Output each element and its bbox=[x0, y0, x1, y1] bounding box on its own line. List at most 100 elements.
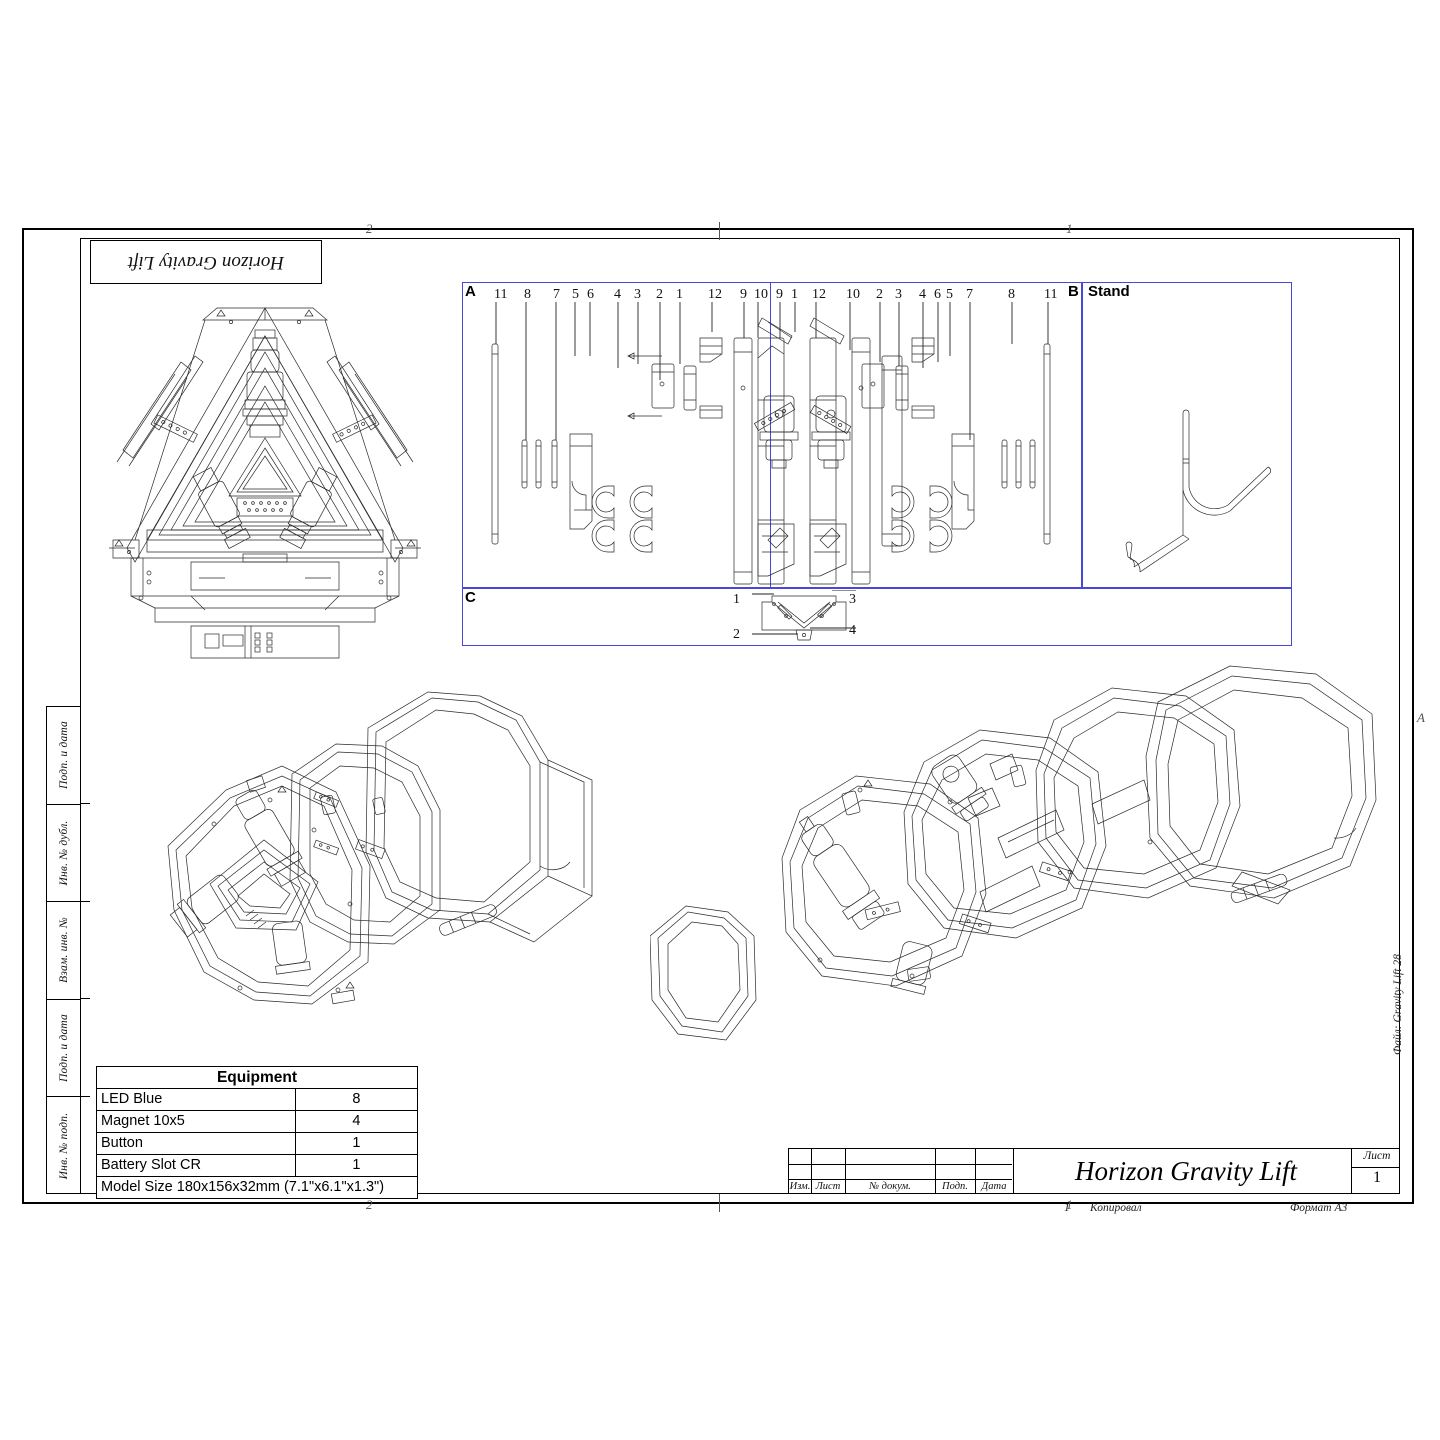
tb-divider bbox=[935, 1149, 936, 1193]
assembly-front-isometric-view bbox=[109, 307, 421, 659]
balloon-number: 5 bbox=[946, 287, 953, 302]
tb-divider bbox=[975, 1149, 976, 1193]
tb-divider bbox=[845, 1149, 846, 1193]
balloon-number: 7 bbox=[966, 287, 973, 302]
panel-c-letter: C bbox=[465, 589, 476, 606]
balloon-number: 2 bbox=[876, 287, 883, 302]
tb-column-label: Изм. bbox=[789, 1181, 811, 1192]
side-strip-tick bbox=[80, 998, 90, 999]
marker-top-right: 1 bbox=[1066, 221, 1073, 236]
copy-number: 1 bbox=[1064, 1202, 1070, 1214]
balloon-number: 6 bbox=[934, 287, 941, 302]
tb-divider bbox=[1351, 1149, 1352, 1193]
stand-wire-drawing bbox=[1125, 409, 1271, 573]
equipment-item-qty: 8 bbox=[294, 1088, 417, 1111]
side-strip-cell: Инв. № подп. bbox=[47, 1097, 80, 1195]
equipment-table-header: Equipment bbox=[97, 1067, 417, 1089]
panel-b-letter: B bbox=[1068, 283, 1079, 300]
sheet-value: 1 bbox=[1373, 1169, 1381, 1186]
drawing-name-tag-label: Horizon Gravity Lift bbox=[127, 252, 285, 273]
tb-column-label: Лист bbox=[815, 1181, 841, 1192]
panel-b-caption: Stand bbox=[1088, 283, 1130, 300]
side-strip-label: Подп. и дата bbox=[57, 721, 70, 790]
marker-top-left: 2 bbox=[366, 221, 373, 236]
marker-bottom-left: 2 bbox=[366, 1197, 373, 1212]
tb-column-label: Дата bbox=[981, 1181, 1007, 1192]
balloon-number: 9 bbox=[740, 287, 747, 302]
equipment-model-size: Model Size 180x156x32mm (7.1"x6.1"x1.3") bbox=[97, 1176, 417, 1198]
balloon-number: 4 bbox=[614, 287, 621, 302]
balloon-number: 11 bbox=[494, 287, 508, 302]
side-strip-label: Взам. инв. № bbox=[57, 917, 70, 984]
table-row: Magnet 10x5 4 bbox=[97, 1110, 417, 1133]
equipment-item-qty: 1 bbox=[294, 1154, 417, 1177]
marker-bottom-right: 1 bbox=[1066, 1197, 1073, 1212]
balloon-number: 4 bbox=[919, 287, 926, 302]
detail-c-bracket bbox=[752, 590, 856, 641]
file-name-label: Файл: Gravity Lift 28 bbox=[1392, 954, 1404, 1055]
exploded-panel-a bbox=[462, 282, 1082, 588]
balloon-number: 10 bbox=[754, 287, 768, 302]
side-strip-cell: Подп. и дата bbox=[47, 1000, 80, 1098]
tb-divider bbox=[789, 1179, 1012, 1180]
balloon-number: 6 bbox=[587, 287, 594, 302]
balloon-number: 8 bbox=[524, 287, 531, 302]
balloon-number: 12 bbox=[812, 287, 826, 302]
side-strip-tick bbox=[80, 803, 90, 804]
table-row: LED Blue 8 bbox=[97, 1088, 417, 1111]
tb-divider bbox=[811, 1149, 812, 1193]
copied-label: Копировал bbox=[1090, 1202, 1142, 1214]
panel-a-center-divider bbox=[770, 282, 771, 588]
balloon-number: 1 bbox=[791, 287, 798, 302]
marker-right-row-a: A bbox=[1417, 710, 1425, 725]
balloon-number: 3 bbox=[849, 592, 856, 607]
side-strip-label: Подп. и дата bbox=[57, 1014, 70, 1083]
tb-divider bbox=[1351, 1167, 1399, 1168]
table-row: Model Size 180x156x32mm (7.1"x6.1"x1.3") bbox=[97, 1176, 417, 1198]
drawing-title: Horizon Gravity Lift bbox=[1074, 1155, 1297, 1186]
exploded-panel-c bbox=[462, 588, 1292, 646]
assembly-isometric-exploded-right bbox=[650, 665, 1377, 1041]
sheet-outer-frame bbox=[22, 228, 1414, 1204]
balloon-number: 9 bbox=[776, 287, 783, 302]
side-strip-cell: Инв. № дубл. bbox=[47, 805, 80, 903]
equipment-item-name: LED Blue bbox=[97, 1088, 296, 1111]
balloon-number: 2 bbox=[733, 627, 740, 642]
balloon-number: 4 bbox=[849, 623, 856, 638]
balloon-number: 7 bbox=[553, 287, 560, 302]
side-strip-label: Инв. № дубл. bbox=[57, 820, 70, 886]
balloon-number: 12 bbox=[708, 287, 722, 302]
balloon-number: 2 bbox=[656, 287, 663, 302]
side-strip-cell: Взам. инв. № bbox=[47, 902, 80, 1000]
side-strip-label: Инв. № подп. bbox=[57, 1112, 70, 1180]
equipment-table: Equipment LED Blue 8 Magnet 10x5 4 Butto… bbox=[96, 1066, 418, 1199]
balloon-number: 11 bbox=[1044, 287, 1058, 302]
equipment-item-name: Magnet 10x5 bbox=[97, 1110, 296, 1133]
drawing-name-tag: Horizon Gravity Lift bbox=[90, 240, 322, 284]
sheet-inner-frame bbox=[80, 238, 1400, 1194]
side-strip-tick bbox=[80, 901, 90, 902]
bottom-tick-divider bbox=[719, 1194, 720, 1212]
tb-column-label: Подп. bbox=[942, 1181, 968, 1192]
exploded-components-drawing bbox=[491, 302, 1051, 585]
assembly-isometric-exploded-left bbox=[167, 691, 593, 1005]
balloon-number: 8 bbox=[1008, 287, 1015, 302]
balloon-number: 1 bbox=[733, 592, 740, 607]
side-strip-cell: Подп. и дата bbox=[47, 707, 80, 805]
panel-a-letter: A bbox=[465, 283, 476, 300]
equipment-item-qty: 4 bbox=[294, 1110, 417, 1133]
gost-side-strip: Подп. и дата Инв. № дубл. Взам. инв. № П… bbox=[46, 706, 80, 1194]
tb-divider bbox=[789, 1164, 1012, 1165]
top-tick-divider bbox=[719, 222, 720, 240]
balloon-number: 3 bbox=[634, 287, 641, 302]
balloon-number: 1 bbox=[676, 287, 683, 302]
sheet-label: Лист bbox=[1363, 1150, 1391, 1162]
equipment-item-name: Battery Slot CR bbox=[97, 1154, 296, 1177]
side-strip-tick bbox=[80, 1096, 90, 1097]
tb-divider bbox=[1013, 1149, 1014, 1193]
balloon-number: 3 bbox=[895, 287, 902, 302]
gost-title-block: Изм. Лист № докум. Подп. Дата Horizon Gr… bbox=[788, 1148, 1400, 1194]
sheet-format-label: Формат A3 bbox=[1290, 1202, 1348, 1214]
table-row: Battery Slot CR 1 bbox=[97, 1154, 417, 1177]
